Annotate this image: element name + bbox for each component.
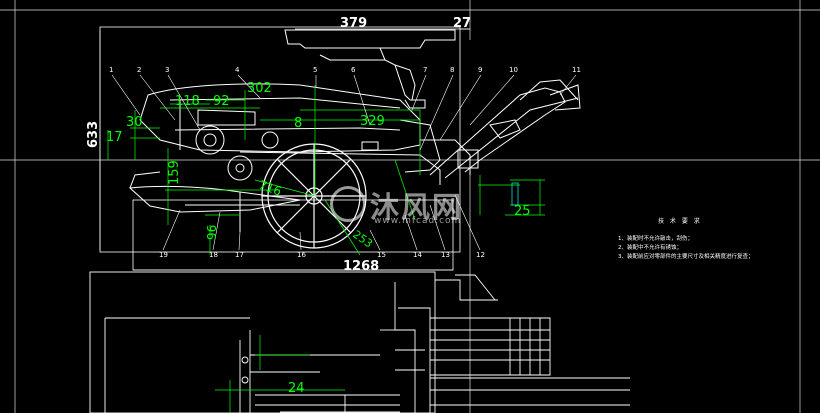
balloon-5: 5: [313, 66, 317, 74]
note-line-2: 2、装配中不允许有锈蚀；: [618, 245, 683, 251]
dim-1268: 1268: [343, 259, 379, 274]
note-line-1: 1、装配时不允许敲击，刮伤；: [618, 236, 694, 242]
dim-8: 8: [294, 116, 302, 131]
balloon-3: 3: [165, 66, 169, 74]
dim-118: 118: [175, 94, 200, 109]
dim-24: 24: [288, 381, 305, 396]
balloon-19: 19: [159, 251, 168, 259]
balloon-11: 11: [572, 66, 581, 74]
notes-title: 技 术 要 求: [658, 218, 702, 225]
lower-view-dims: [215, 335, 345, 413]
dim-253: 253: [350, 228, 375, 251]
dimension-lines: [107, 85, 545, 256]
dim-159: 159: [167, 160, 182, 185]
balloon-15: 15: [377, 251, 386, 259]
upper-view-frame: [99, 26, 461, 271]
balloon-4: 4: [235, 66, 240, 74]
balloon-leaders: [111, 74, 577, 251]
green-dimension-texts: 30 17 118 92 302 8 329 159 716 96 253 25…: [106, 81, 531, 396]
part-balloons: 1 2 3 4 5 6 7 8 9 10 11 12 13 14 15 16 1…: [109, 66, 581, 259]
dim-716: 716: [257, 178, 283, 199]
dimension-texts: 379 27 633 1268: [86, 16, 471, 274]
balloon-13: 13: [441, 251, 450, 259]
lower-view: [89, 271, 630, 413]
header-bottom: [128, 171, 301, 232]
dim-92: 92: [213, 94, 230, 109]
machine-body-outline: [139, 29, 471, 185]
technical-requirements: 技 术 要 求 1、装配时不允许敲击，刮伤； 2、装配中不允许有锈蚀； 3、装配…: [618, 216, 818, 262]
balloon-10: 10: [509, 66, 518, 74]
dim-17: 17: [106, 130, 123, 145]
note-line-3: 3、装配前应对零部件的主要尺寸及相关精度进行复查；: [618, 254, 754, 260]
dim-329: 329: [360, 114, 385, 129]
balloon-6: 6: [351, 66, 356, 74]
balloon-2: 2: [137, 66, 141, 74]
balloon-18: 18: [209, 251, 218, 259]
dim-25: 25: [514, 204, 531, 219]
drive-gears: [195, 125, 279, 181]
balloon-1: 1: [109, 66, 113, 74]
balloon-17: 17: [235, 251, 244, 259]
balloon-7: 7: [423, 66, 427, 74]
balloon-14: 14: [413, 251, 422, 259]
dim-27: 27: [453, 16, 471, 31]
dim-379: 379: [340, 16, 367, 31]
balloon-12: 12: [476, 251, 485, 259]
balloon-8: 8: [450, 66, 454, 74]
reel-arms: [429, 79, 581, 179]
dim-30: 30: [126, 115, 143, 130]
dim-633: 633: [86, 121, 101, 148]
balloon-16: 16: [297, 251, 306, 259]
dim-302: 302: [247, 81, 272, 96]
dim-96: 96: [205, 225, 219, 240]
dimension-extensions: [99, 28, 470, 271]
balloon-9: 9: [478, 66, 482, 74]
